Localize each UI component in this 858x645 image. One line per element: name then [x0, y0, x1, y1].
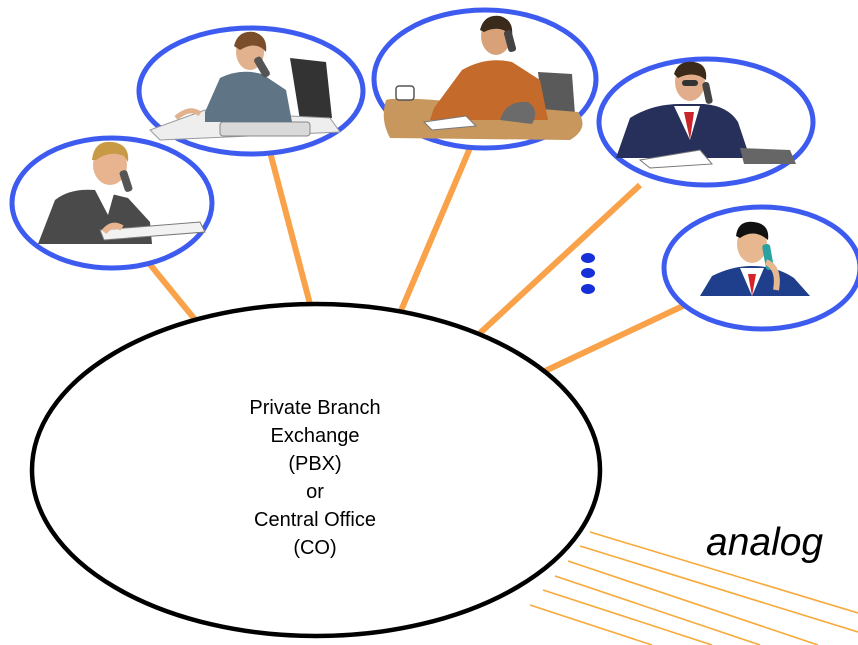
hub-label-line: (PBX) [288, 453, 342, 475]
station-man-desk [371, 7, 599, 151]
analog-label: analog [706, 521, 824, 564]
woman-at-desk-phone-icon [149, 31, 341, 141]
link-station-1 [145, 260, 200, 324]
link-station-3 [397, 146, 473, 315]
link-station-4 [477, 182, 643, 336]
trunk-line [542, 589, 713, 645]
analog-trunk-lines [529, 531, 858, 645]
man-on-phone-icon [700, 221, 810, 296]
trunk-line [589, 531, 858, 614]
woman-on-phone-icon [38, 141, 206, 244]
station-woman-left [9, 135, 215, 271]
hub-label: Private Branch Exchange (PBX) or Central… [175, 394, 455, 562]
man-at-desk-phone-icon [383, 15, 583, 140]
ellipsis-dot [581, 268, 595, 278]
hub-label-line: or [306, 481, 324, 503]
trunk-line [554, 575, 761, 645]
hub-label-line: Exchange [270, 425, 360, 447]
hub-label-line: Private Branch [249, 397, 381, 419]
man-in-suit-phone-icon [616, 61, 796, 169]
trunk-line [579, 545, 858, 633]
pbx-hub-ellipse [29, 301, 603, 639]
station-woman-desk [136, 25, 366, 157]
trunk-line [529, 604, 653, 645]
hub-label-line: (CO) [293, 537, 337, 559]
hub-label-line: Central Office [254, 509, 376, 531]
trunk-line [567, 560, 819, 645]
station-man-right [661, 204, 858, 332]
ellipsis-dot [581, 284, 595, 294]
ellipsis-dot [581, 253, 595, 263]
ellipsis-dots-icon [581, 253, 595, 294]
link-station-5 [543, 302, 687, 374]
link-station-2 [267, 151, 313, 305]
station-man-suit [596, 56, 816, 188]
station-links [145, 146, 687, 374]
